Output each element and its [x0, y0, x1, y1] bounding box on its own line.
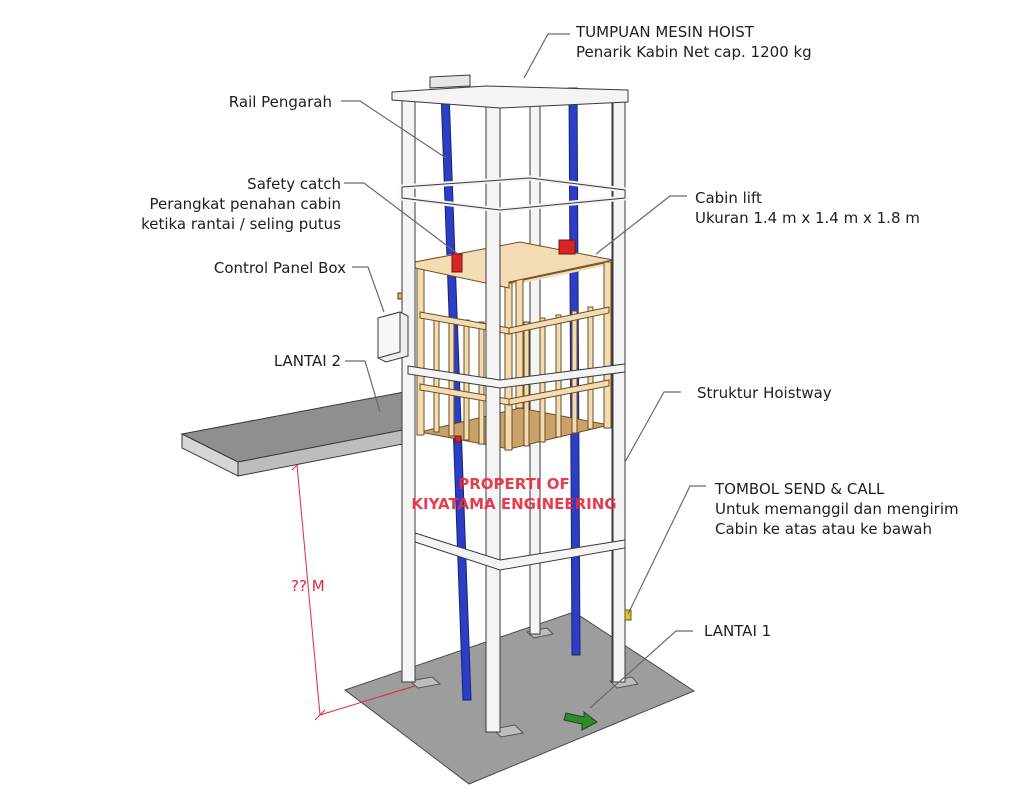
- hoist-support-label: TUMPUAN MESIN HOIST Penarik Kabin Net ca…: [576, 22, 812, 62]
- watermark: PROPERTI OF KIYATAMA ENGINEERING: [398, 474, 630, 514]
- floor2-slab: [180, 391, 414, 477]
- send-call-title: TOMBOL SEND & CALL: [715, 480, 885, 498]
- send-call-line2: Untuk memanggil dan mengirim: [715, 500, 959, 518]
- safety-catches: [451, 239, 576, 443]
- watermark-line1: PROPERTI OF: [458, 475, 570, 493]
- control-panel-box: [377, 292, 409, 363]
- floor1-label: LANTAI 1: [704, 622, 772, 640]
- floor-arrow: [563, 710, 598, 731]
- hoist-support-title: TUMPUAN MESIN HOIST: [576, 23, 754, 41]
- guide-rail-label: Rail Pengarah: [228, 93, 332, 111]
- watermark-line2: KIYATAMA ENGINEERING: [411, 495, 617, 513]
- control-panel-label: Control Panel Box: [213, 259, 346, 277]
- send-call-line3: Cabin ke atas atau ke bawah: [715, 520, 932, 538]
- floor2-label: LANTAI 2: [273, 352, 341, 370]
- height-dimension-label: ?? M: [291, 577, 325, 595]
- cabin-title: Cabin lift: [695, 189, 762, 207]
- leader-lines: [341, 33, 706, 709]
- floor1-slab: [343, 611, 696, 785]
- cabin-lift: [414, 241, 614, 451]
- cabin-size: Ukuran 1.4 m x 1.4 m x 1.8 m: [695, 209, 920, 227]
- cabin-label: Cabin lift Ukuran 1.4 m x 1.4 m x 1.8 m: [695, 188, 920, 228]
- safety-catch-line3: ketika rantai / seling putus: [141, 215, 341, 233]
- send-call-label: TOMBOL SEND & CALL Untuk memanggil dan m…: [715, 479, 959, 539]
- hoist-support-detail: Penarik Kabin Net cap. 1200 kg: [576, 43, 812, 61]
- send-call-button: [624, 609, 632, 621]
- hoistway-structure: [391, 74, 629, 733]
- safety-catch-title: Safety catch: [247, 175, 341, 193]
- hoistway-label: Struktur Hoistway: [697, 384, 832, 402]
- safety-catch-label: Safety catch Perangkat penahan cabin ket…: [141, 174, 341, 234]
- safety-catch-line2: Perangkat penahan cabin: [149, 195, 341, 213]
